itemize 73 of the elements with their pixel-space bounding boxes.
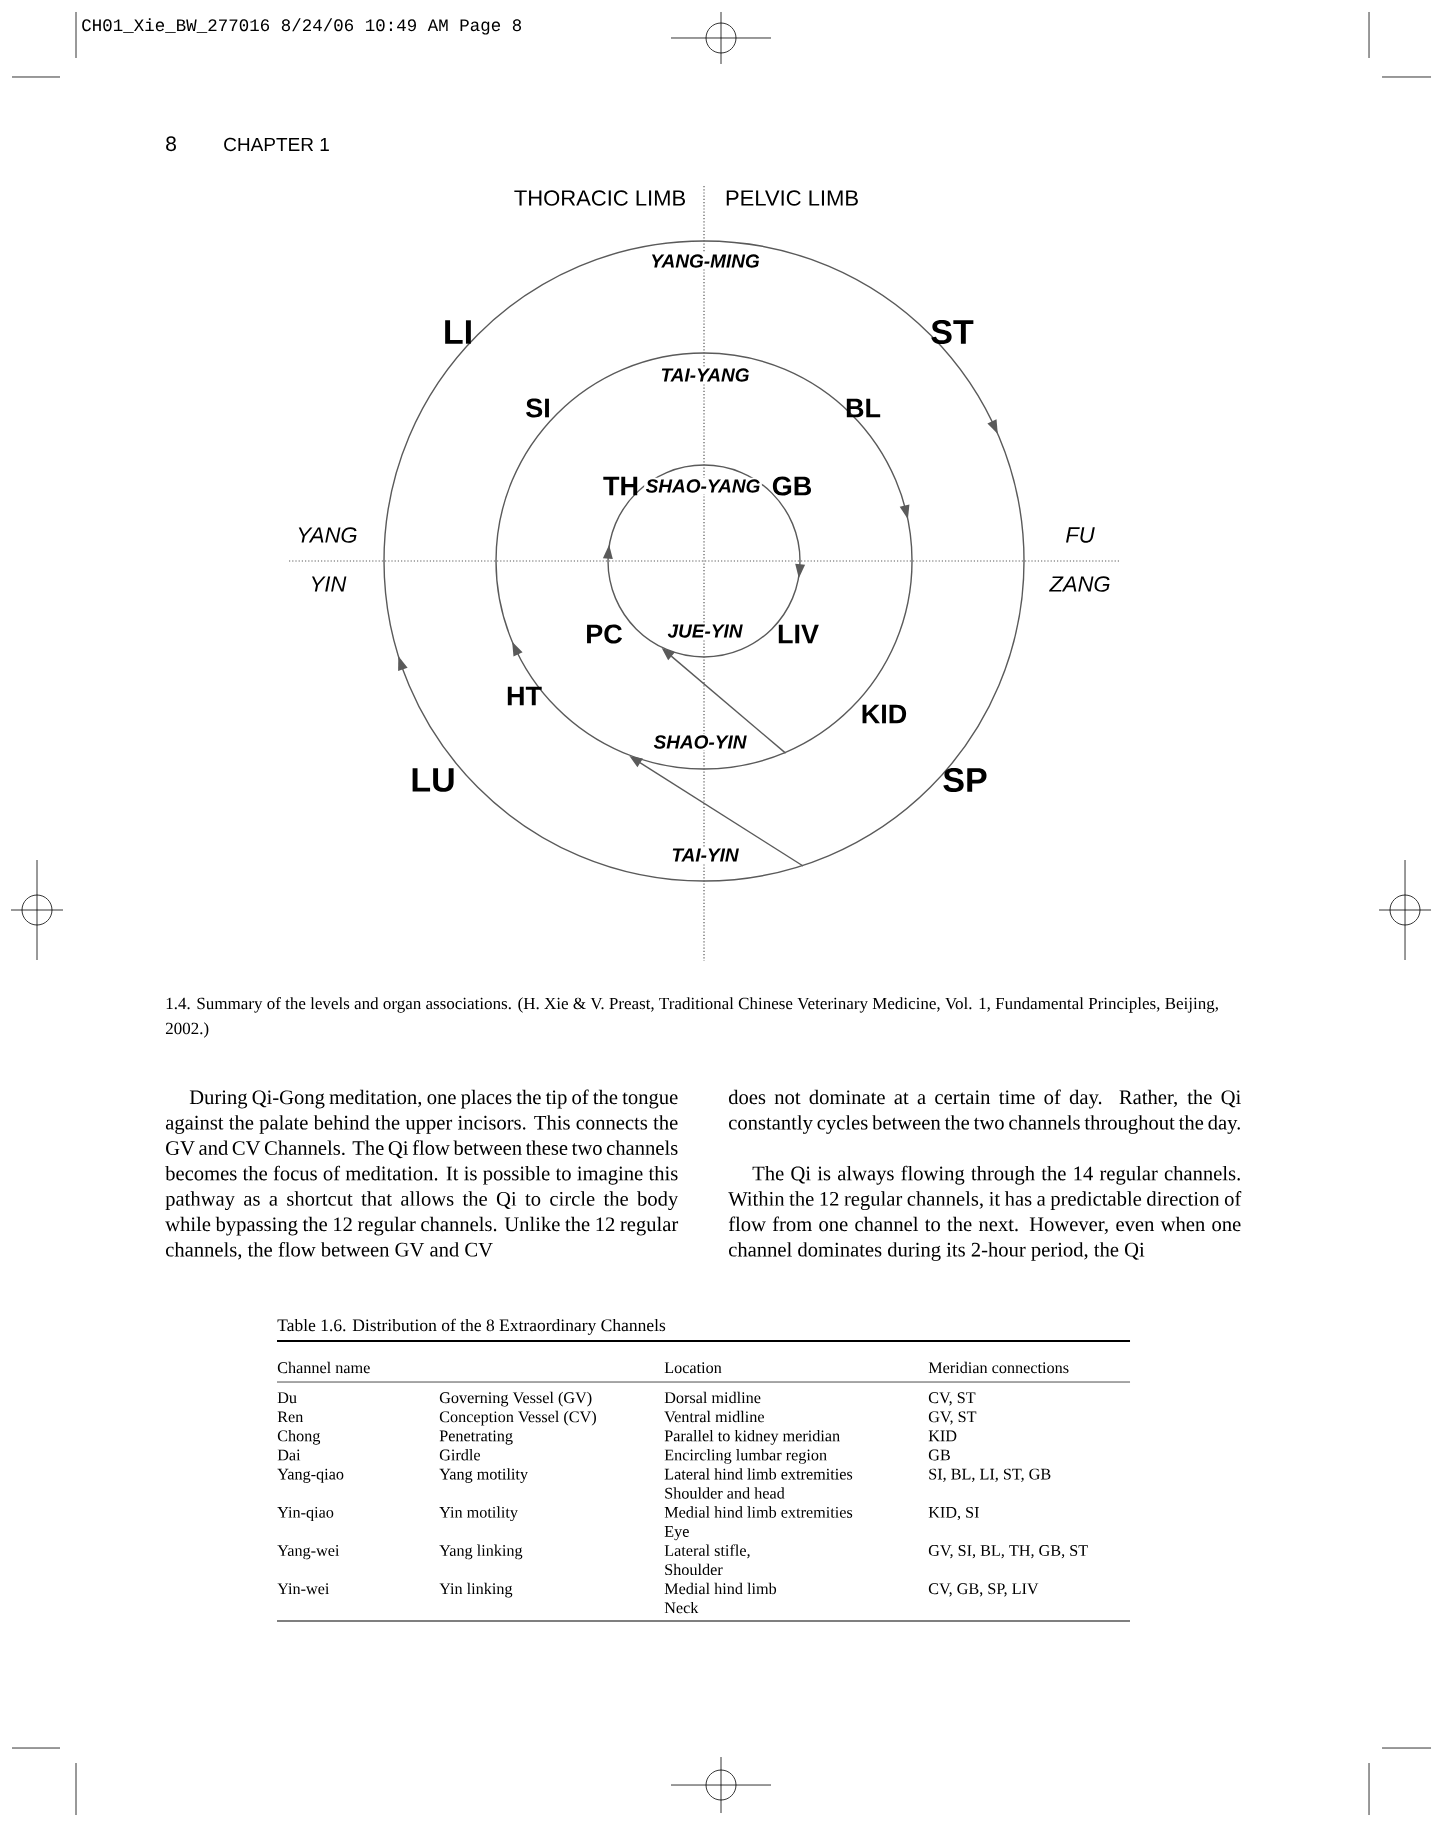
table-cell: Yin motility (439, 1506, 518, 1522)
level-label: TAI-YANG (659, 366, 751, 384)
page-number: 8 (166, 136, 176, 152)
channel-label: TH (603, 476, 638, 496)
table-cell: Dai (277, 1449, 301, 1461)
table-cell: Governing Vessel (GV) (439, 1391, 592, 1407)
channel-label: HT (507, 686, 542, 706)
level-label: TAI-YIN (669, 846, 741, 864)
table-cell: GB (928, 1449, 950, 1461)
table-cell: Penetrating (439, 1430, 513, 1445)
channel-label: SP (943, 767, 987, 793)
level-label: YANG-MING (648, 252, 762, 270)
table-cell: Dorsal midline (664, 1391, 761, 1404)
table-cell: Eye (664, 1526, 689, 1541)
table-title: Table 1.6. Distribution of the 8 Extraordinary Channels (277, 1318, 666, 1335)
limb-label: THORACIC LIMB (512, 188, 688, 208)
channel-label: LU (412, 768, 454, 792)
axis-label: YIN (308, 574, 348, 594)
channel-label: GB (772, 476, 812, 496)
channel-label: BL (846, 398, 881, 418)
table-cell: Yin-qiao (277, 1506, 334, 1522)
table-header: Location (664, 1362, 722, 1374)
axis-label: YANG (294, 525, 360, 545)
table-cell: KID (928, 1430, 957, 1442)
table-cell: Yang-qiao (277, 1468, 344, 1483)
channel-label: PC (587, 624, 622, 644)
table-cell: Yang motility (439, 1468, 528, 1483)
table-cell: CV, GB, SP, LIV (928, 1583, 1039, 1597)
table-cell: Girdle (439, 1449, 481, 1461)
table-cell: GV, ST (928, 1411, 977, 1425)
limb-label: PELVIC LIMB (723, 188, 861, 208)
table-cell: Yin linking (439, 1582, 513, 1598)
table-cell: Neck (664, 1601, 699, 1614)
table-cell: Yang linking (439, 1544, 523, 1560)
axis-label: FU (1063, 525, 1097, 545)
axis-label: ZANG (1047, 574, 1113, 594)
table-cell: Shoulder and head (665, 1487, 785, 1499)
level-label: SHAO-YANG (644, 477, 762, 495)
table-cell: Ventral midline (664, 1410, 764, 1423)
paragraph: During Qi-Gong meditation, one places the tip of the tongue against the palate behind the upper incisors. This connects the GV and CV Channels. The Qi flow between these two channels becomes the focus of meditation. It is possible to imagine this pathway as a shortcut that allows the Qi to circle the body while bypassing the 12 regular channels. Unlike the 12 regular channels, the flow between GV and CV (165, 1089, 679, 1260)
table-cell: Medial hind limb extremities (664, 1506, 853, 1518)
table-cell: Medial hind limb (664, 1582, 777, 1595)
channel-label: LIV (778, 624, 819, 644)
table-cell: GV, SI, BL, TH, GB, ST (928, 1545, 1088, 1559)
table-header: Meridian connections (928, 1361, 1069, 1374)
table-cell: Lateral hind limb extremities (664, 1468, 853, 1480)
table-cell: Chong (277, 1429, 321, 1445)
table-cell: Conception Vessel (CV) (439, 1410, 596, 1426)
table-cell: CV, ST (928, 1392, 976, 1406)
slug-text: CH01_Xie_BW_277016 8/24/06 10:49 AM Page 8 (82, 18, 522, 35)
table-cell: KID, SI (928, 1506, 979, 1521)
running-head: CHAPTER 1 (224, 137, 329, 152)
ring-circle (383, 240, 1025, 882)
channel-label: ST (931, 319, 974, 345)
table-cell: Parallel to kidney meridian (664, 1429, 840, 1445)
table-cell: Lateral stifle, (664, 1544, 750, 1559)
table-cell: Shoulder (665, 1563, 723, 1576)
table-cell: Du (277, 1392, 297, 1404)
level-label: JUE-YIN (666, 622, 744, 640)
ring-circle (495, 352, 913, 770)
level-label: SHAO-YIN (652, 733, 748, 751)
table-header: Channel name (277, 1361, 370, 1374)
caption: 1.4. Summary of the levels and organ associations. (H. Xie & V. Preast, Traditional Chinese Veterinary Medicine, Vol. 1, Fundamental Principles, Beijing, 2002.) (165, 997, 1218, 1038)
table-cell: SI, BL, LI, ST, GB (929, 1468, 1051, 1482)
table-cell: Yin-wei (277, 1583, 330, 1595)
table-cell: Encircling lumbar region (664, 1449, 827, 1464)
channel-label: KID (862, 704, 907, 724)
paragraph: The Qi is always flowing through the 14 regular channels. Within the 12 regular channels, it has a predictable direction of flow from one channel to the next. However, even when one channel dominates during its 2-hour period, the Qi (728, 1165, 1242, 1261)
channel-label: SI (526, 398, 549, 418)
paragraph: does not dominate at a certain time of day. Rather, the Qi constantly cycles between the two channels throughout the day. (728, 1089, 1241, 1134)
channel-label: LI (445, 320, 471, 344)
table-cell: Yang-wei (277, 1545, 340, 1560)
table-cell: Ren (277, 1411, 304, 1423)
